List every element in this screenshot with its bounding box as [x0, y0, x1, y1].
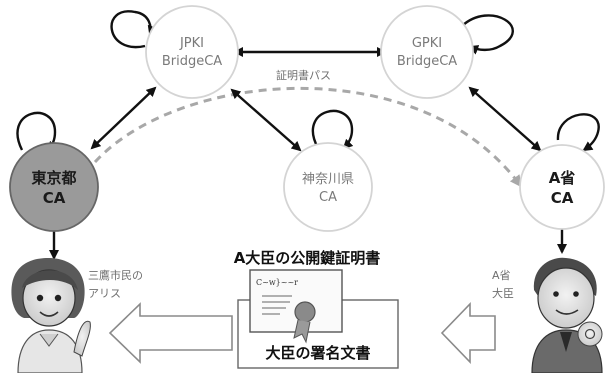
- certificate-scribble: C~w}~~r: [256, 278, 298, 287]
- certificate-seal-icon: [293, 301, 316, 344]
- self-loop-gpki: [461, 14, 514, 55]
- node-gpki-line1: GPKI: [412, 36, 442, 51]
- node-tokyo-line2: CA: [43, 189, 66, 207]
- node-tokyo-ca: 東京都 CA: [9, 142, 99, 232]
- minister-label-line2: 大臣: [492, 286, 514, 300]
- node-kanagawa-line1: 神奈川県: [302, 172, 354, 187]
- node-tokyo-line1: 東京都: [31, 169, 76, 187]
- edge-jpki-kanagawa: [230, 88, 302, 152]
- node-ministry-line1: A省: [549, 169, 576, 187]
- alice-figure: [11, 258, 91, 373]
- alice-label-line1: 三鷹市民の: [88, 268, 143, 282]
- node-ministry-ca: A省 CA: [519, 144, 605, 230]
- node-kanagawa-ca: 神奈川県 CA: [283, 142, 373, 232]
- cert-path-label: 証明書パス: [276, 68, 331, 82]
- node-gpki-line2: BridgeCA: [397, 54, 457, 69]
- alice-label-line2: アリス: [88, 287, 121, 300]
- node-kanagawa-line2: CA: [319, 190, 337, 205]
- node-jpki-bridgeca: JPKI BridgeCA: [145, 5, 239, 99]
- hollow-arrow-left: [108, 302, 233, 364]
- edge-gpki-ministry: [468, 86, 542, 152]
- minister-label-line1: A省: [492, 269, 511, 282]
- self-loop-kanagawa: [311, 109, 354, 150]
- cert-path-dashed: [93, 86, 522, 188]
- signed-document-label: 大臣の署名文書: [265, 344, 370, 362]
- self-loop-jpki: [110, 10, 158, 49]
- public-key-cert-title: A大臣の公開鍵証明書: [234, 249, 381, 267]
- edge-jpki-tokyo: [90, 86, 157, 150]
- minister-figure: [531, 257, 603, 373]
- node-jpki-line1: JPKI: [179, 36, 204, 51]
- node-ministry-line2: CA: [551, 189, 574, 207]
- certificate-card: C~w}~~r: [249, 269, 343, 333]
- node-gpki-bridgeca: GPKI BridgeCA: [380, 5, 474, 99]
- node-jpki-line2: BridgeCA: [162, 54, 222, 69]
- self-loop-ministry: [556, 113, 600, 152]
- hollow-arrow-right: [440, 302, 496, 364]
